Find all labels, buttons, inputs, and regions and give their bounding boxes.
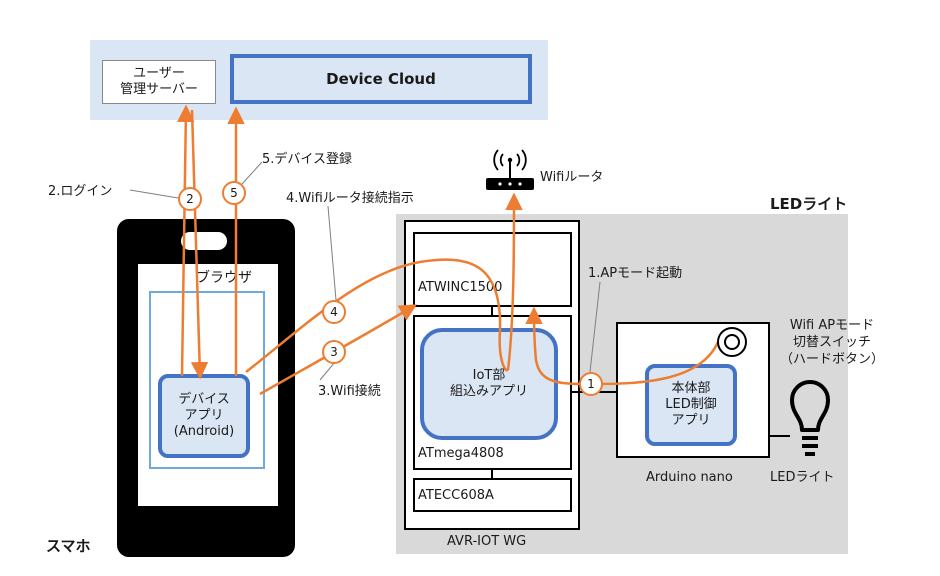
atecc-label: ATECC608A xyxy=(418,488,494,503)
avr-board-label: AVR-IOT WG xyxy=(447,534,527,549)
device-app-label-1: デバイス xyxy=(178,392,230,407)
step-5-text: 5.デバイス登録 xyxy=(262,152,353,167)
arduino-label: Arduino nano xyxy=(646,470,733,485)
iot-app-label-1: IoT部 xyxy=(472,368,506,383)
router-label: Wifiルータ xyxy=(540,170,604,185)
device-cloud-label: Device Cloud xyxy=(326,70,436,88)
iot-app-box: IoT部 組込みアプリ xyxy=(420,328,558,440)
device-app-label-3: (Android) xyxy=(173,424,235,439)
step-1-marker: 1 xyxy=(579,372,603,396)
step-3-marker: 3 xyxy=(322,340,346,364)
flow-iot-router xyxy=(505,192,523,371)
flow-login-up xyxy=(177,104,195,377)
main-app-label-3: アプリ xyxy=(671,413,711,428)
user-server-box: ユーザー 管理サーバー xyxy=(102,60,216,104)
step-3-text: 3.Wifi接続 xyxy=(318,384,381,399)
device-app-label-2: アプリ xyxy=(184,408,224,423)
step-2-marker: 2 xyxy=(178,187,202,211)
router-icon xyxy=(486,149,534,190)
led-light-zone-label: LEDライト xyxy=(770,195,848,213)
step-5-marker: 5 xyxy=(222,181,246,205)
switch-label-2: 切替スイッチ xyxy=(792,335,871,350)
step-1-text: 1.APモード起動 xyxy=(588,266,683,281)
step-4-marker: 4 xyxy=(322,300,346,324)
step-4-text: 4.Wifiルータ接続指示 xyxy=(286,191,414,206)
board-connectors xyxy=(491,307,790,478)
main-app-label-2: LED制御 xyxy=(665,397,717,412)
switch-label-3: （ハードボタン） xyxy=(779,352,884,367)
main-app-label-1: 本体部 xyxy=(671,381,711,396)
smartphone-label: スマホ xyxy=(46,537,91,555)
iot-app-label-2: 組込みアプリ xyxy=(449,384,528,399)
flow-router-instruction xyxy=(245,258,509,373)
flow-login-down xyxy=(190,109,209,380)
atwinc-label: ATWINC1500 xyxy=(418,280,503,295)
atmega-label: ATmega4808 xyxy=(418,446,504,461)
light-bulb-icon xyxy=(790,380,830,456)
flow-ap-mode xyxy=(525,306,720,386)
main-app-box: 本体部 LED制御 アプリ xyxy=(645,364,737,446)
user-server-label-2: 管理サーバー xyxy=(120,82,198,97)
switch-icon xyxy=(717,327,747,357)
user-server-label-1: ユーザー xyxy=(133,66,185,81)
atwinc-block xyxy=(413,232,572,307)
callout-leaders xyxy=(129,161,601,381)
step-2-text: 2.ログイン xyxy=(48,184,113,199)
switch-label-1: Wifi APモード xyxy=(789,318,875,333)
device-cloud-box: Device Cloud xyxy=(230,54,532,104)
browser-label: ブラウザ xyxy=(196,270,252,286)
atecc-block xyxy=(413,478,572,512)
bulb-label: LEDライト xyxy=(770,470,835,485)
phone-speaker xyxy=(181,232,227,250)
